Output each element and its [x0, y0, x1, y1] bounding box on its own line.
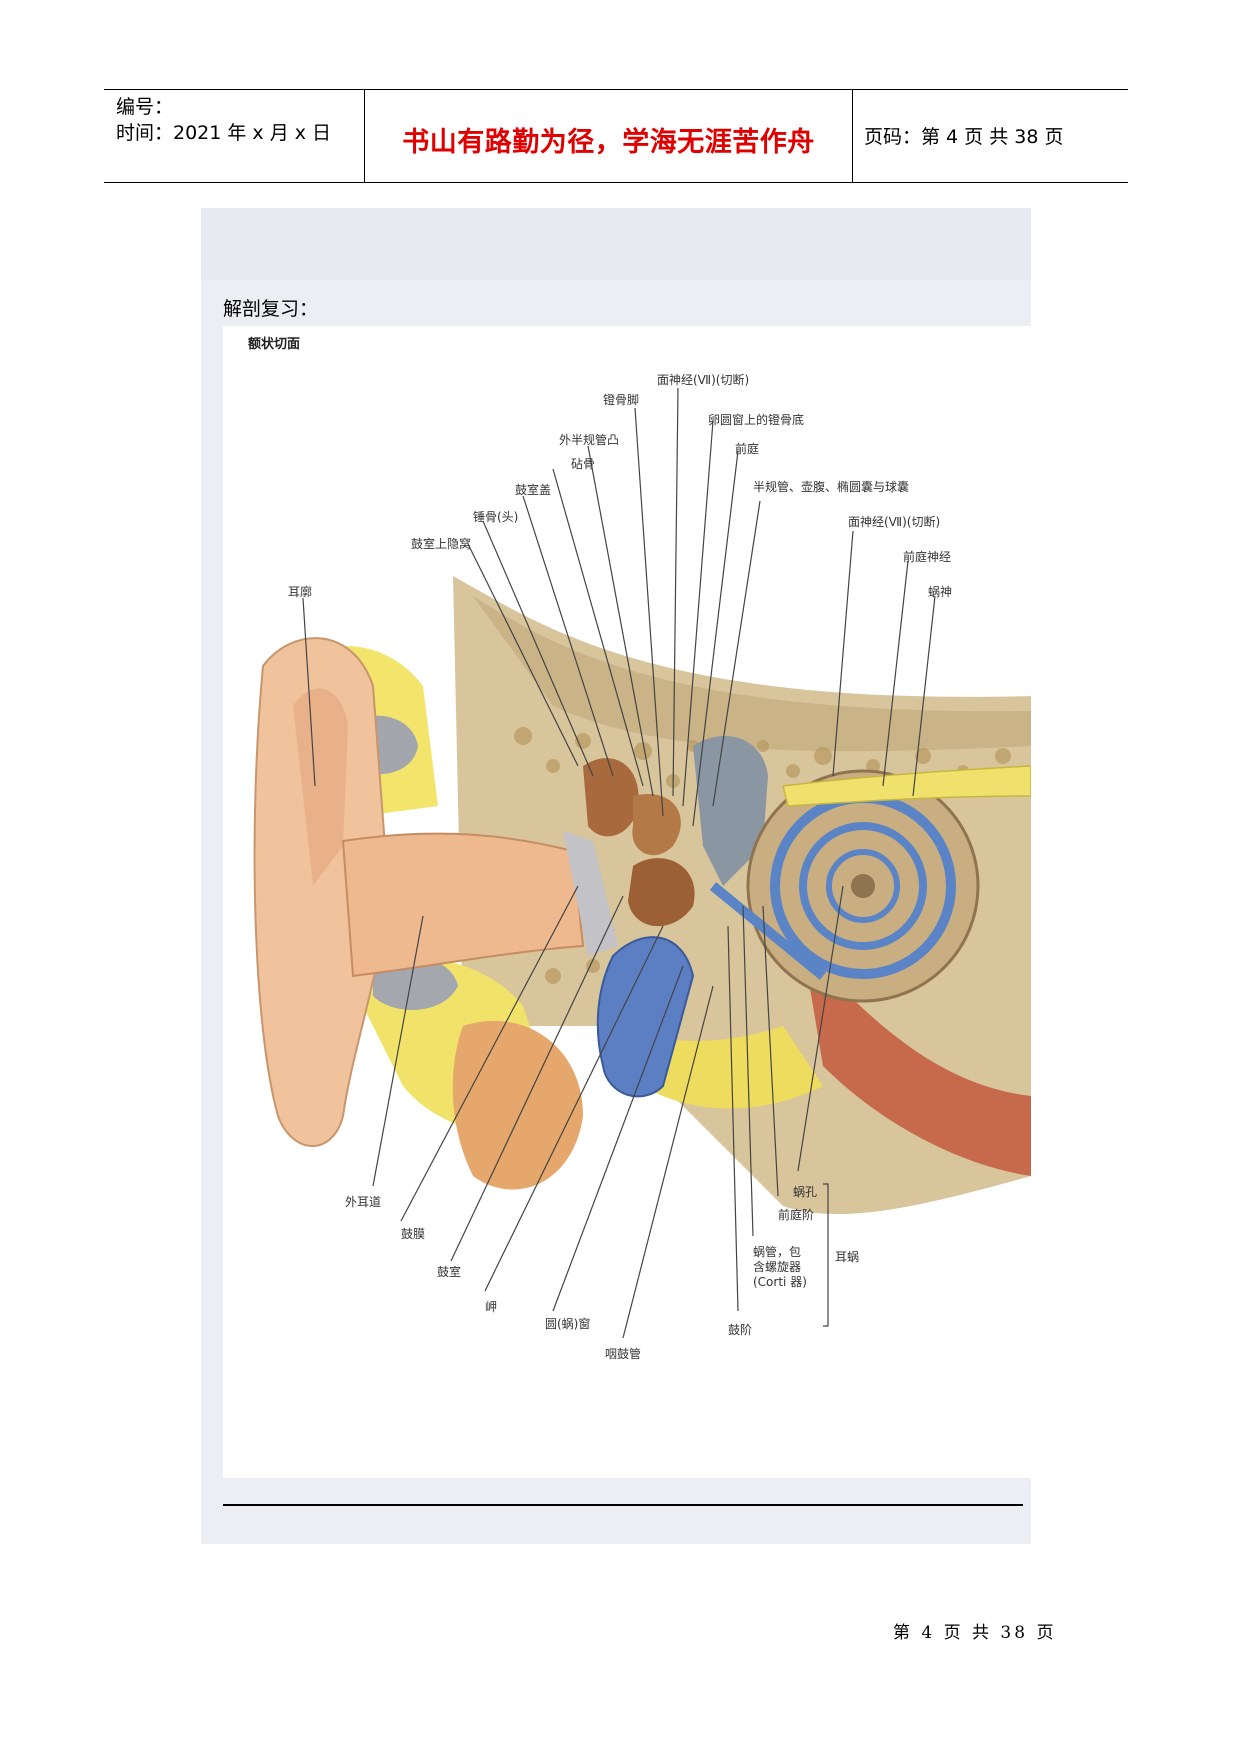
- label-epitympanic: 鼓室上隐窝: [411, 536, 471, 551]
- label-lateral-canal: 外半规管凸: [559, 432, 619, 447]
- label-vestibular-nerve: 前庭神经: [903, 549, 951, 564]
- parotid-gland: [452, 1020, 583, 1190]
- label-semicircular: 半规管、壶腹、椭圆囊与球囊: [753, 479, 909, 494]
- document-number: 编号：: [116, 96, 174, 118]
- label-cochlear-nerve: 蜗神: [928, 584, 952, 599]
- label-tegmen: 鼓室盖: [515, 482, 551, 497]
- label-cochlear-duct-1: 蜗管，包: [753, 1244, 801, 1259]
- header-motto: 书山有路勤为径，学海无涯苦作舟: [402, 127, 815, 158]
- malleus-shape: [583, 758, 639, 837]
- label-pharyngotympanic-tube: 咽鼓管: [605, 1346, 641, 1361]
- external-canal: [341, 832, 585, 978]
- label-cochlear-duct-3: (Corti 器): [753, 1275, 807, 1289]
- header-meta-cell: 编号： 时间：2021 年 x 月 x 日: [104, 90, 364, 182]
- scala-channel: [709, 882, 827, 980]
- label-vestibule: 前庭: [735, 441, 759, 456]
- label-promontory: 岬: [485, 1300, 497, 1314]
- label-malleus: 锤骨(头): [473, 509, 518, 524]
- page-footer: 第 4 页 共 38 页: [893, 1623, 1057, 1643]
- document-date: 时间：2021 年 x 月 x 日: [116, 122, 332, 144]
- label-facial-nerve-top: 面神经(Ⅶ)(切断): [657, 372, 749, 387]
- header-motto-cell: 书山有路勤为径，学海无涯苦作舟: [364, 90, 853, 182]
- vestibule-shape: [693, 736, 768, 886]
- header-page-number: 页码：第 4 页 共 38 页: [864, 126, 1064, 148]
- tympanic-membrane-shape: [563, 831, 618, 956]
- label-helicotrema: 蜗孔: [793, 1184, 817, 1199]
- cochlea-shape: [746, 769, 980, 1003]
- label-stapes-crura: 镫骨脚: [603, 392, 639, 407]
- muscle: [803, 946, 1031, 1176]
- auricle-shape: [253, 637, 390, 1147]
- label-cochlea: 耳蜗: [835, 1249, 859, 1264]
- label-incus: 砧骨: [571, 457, 595, 471]
- label-auricle: 耳廓: [288, 584, 312, 599]
- panel-top-band: [201, 208, 1031, 280]
- page-header: 编号： 时间：2021 年 x 月 x 日 书山有路勤为径，学海无涯苦作舟 页码…: [104, 89, 1128, 183]
- ear-anatomy-figure: 额状切面 面神经(Ⅶ)(切断) 镫骨脚 卵圆窗上的镫骨底 外半规管凸 前庭 砧骨…: [223, 326, 1031, 1478]
- figure-title: 额状切面: [248, 336, 300, 352]
- panel-divider: [223, 1504, 1023, 1506]
- label-tympanic-membrane: 鼓膜: [401, 1227, 425, 1241]
- stapes-shape: [628, 858, 695, 927]
- label-round-window: 圆(蜗)窗: [545, 1316, 590, 1331]
- auricle-fold: [293, 688, 348, 886]
- label-facial-nerve-right: 面神经(Ⅶ)(切断): [848, 514, 940, 529]
- label-tympanic-cavity: 鼓室: [437, 1264, 461, 1279]
- label-cochlear-duct-2: 含螺旋器: [753, 1259, 801, 1274]
- label-stapes-base: 卵圆窗上的镫骨底: [708, 412, 804, 427]
- incus-shape: [632, 794, 681, 856]
- label-scala-tympani: 鼓阶: [728, 1323, 752, 1337]
- section-title: 解剖复习：: [223, 298, 319, 320]
- content-panel: 解剖复习：: [201, 208, 1031, 1544]
- ear-anatomy-illustration: 额状切面 面神经(Ⅶ)(切断) 镫骨脚 卵圆窗上的镫骨底 外半规管凸 前庭 砧骨…: [248, 336, 1031, 1361]
- leader-lines: [302, 387, 936, 1339]
- header-page-cell: 页码：第 4 页 共 38 页: [852, 90, 1128, 182]
- nerve-bundle: [782, 765, 1031, 807]
- label-external-canal: 外耳道: [345, 1195, 381, 1209]
- label-scala-vestibuli: 前庭阶: [778, 1207, 814, 1222]
